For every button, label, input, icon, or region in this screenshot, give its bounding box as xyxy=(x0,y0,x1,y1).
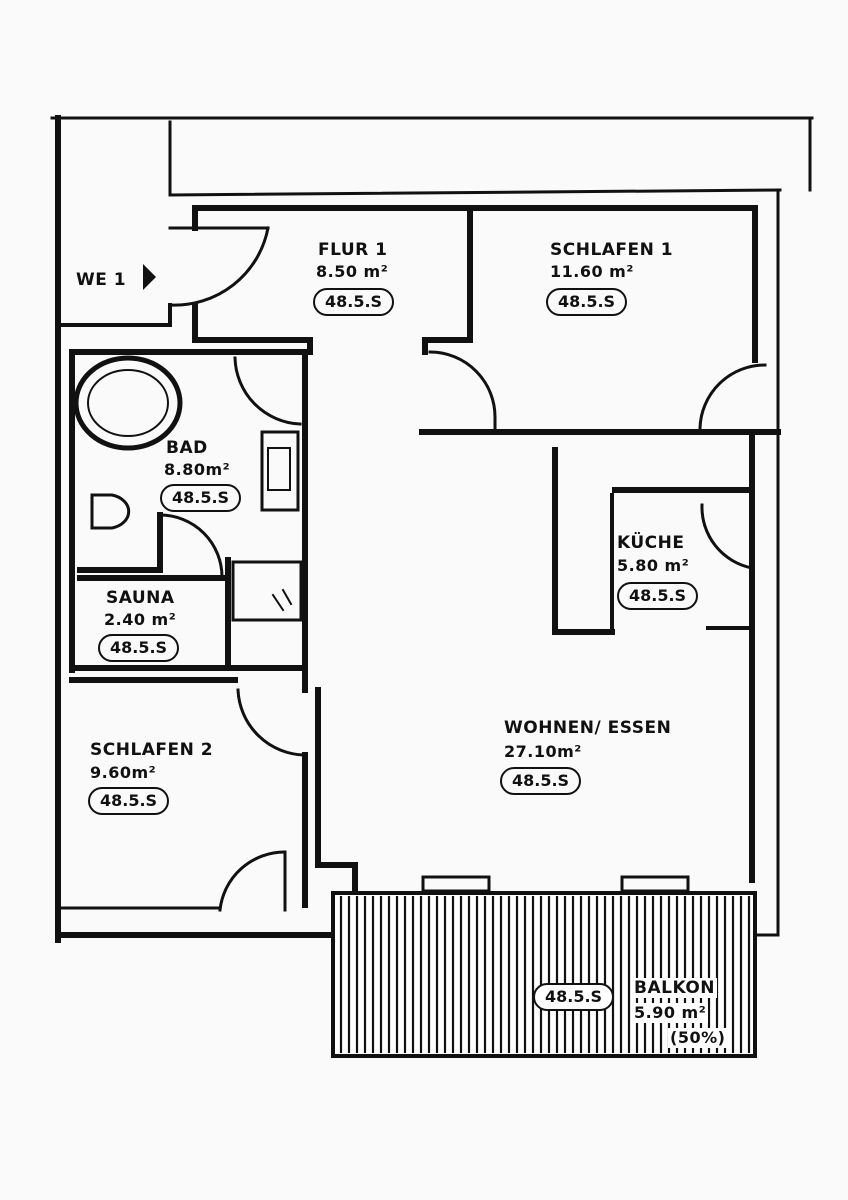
wohnen-tag: 48.5.S xyxy=(500,767,582,795)
schlafen2-door2-arc xyxy=(218,850,287,912)
flur-tag: 48.5.S xyxy=(313,288,395,316)
schlafen1-wall-top xyxy=(467,205,758,363)
wohnen-wall-left xyxy=(315,687,358,893)
balkon-area: 5.90 m² xyxy=(632,1003,709,1023)
kueche-tag: 48.5.S xyxy=(617,582,699,610)
flur-wall-top xyxy=(192,205,473,231)
bad-tag: 48.5.S xyxy=(160,484,242,512)
balkon-tag: 48.5.S xyxy=(533,983,615,1011)
kueche-counter xyxy=(610,493,754,632)
sauna-area: 2.40 m² xyxy=(104,610,177,629)
balkon-name: BALKON xyxy=(632,978,718,998)
bad-area: 8.80m² xyxy=(164,460,231,479)
entrance-arrow-icon xyxy=(143,264,156,290)
entrance-wall xyxy=(56,303,172,327)
schlafen1-door2-arc xyxy=(698,363,767,430)
schlafen1-tag: 48.5.S xyxy=(546,288,628,316)
bad-name: BAD xyxy=(166,438,208,458)
window-1 xyxy=(421,875,491,893)
entrance-label: WE 1 xyxy=(76,270,127,290)
window-2 xyxy=(620,875,690,893)
balkon-note: (50%) xyxy=(668,1028,728,1048)
schlafen2-name: SCHLAFEN 2 xyxy=(90,740,214,760)
schlafen2-tag: 48.5.S xyxy=(88,787,170,815)
schlafen1-area: 11.60 m² xyxy=(550,262,634,281)
flur-wall-left xyxy=(192,302,313,355)
sink xyxy=(260,430,300,512)
schlafen2-area: 9.60m² xyxy=(90,763,157,782)
kueche-name: KÜCHE xyxy=(617,533,685,553)
corridor-wall xyxy=(168,120,782,197)
sauna-name: SAUNA xyxy=(106,588,175,608)
sauna-door-arc xyxy=(158,513,224,579)
schlafen1-name: SCHLAFEN 1 xyxy=(550,240,674,260)
kueche-area: 5.80 m² xyxy=(617,556,690,575)
toilet xyxy=(90,493,131,530)
sauna-tag: 48.5.S xyxy=(98,634,180,662)
flur-area: 8.50 m² xyxy=(316,262,389,281)
wohnen-name: WOHNEN/ ESSEN xyxy=(504,718,672,738)
entrance-door-arc xyxy=(168,226,270,307)
kueche-wall-left xyxy=(552,447,615,635)
kueche-door-arc xyxy=(700,503,754,570)
schlafen1-door-arc xyxy=(428,350,497,420)
bad-door-arc xyxy=(233,356,302,426)
flur-schlafen-wall xyxy=(422,205,473,355)
flur-name: FLUR 1 xyxy=(318,240,388,260)
bad-inner-wall xyxy=(77,512,163,573)
bathtub xyxy=(73,355,183,451)
wohnen-area: 27.10m² xyxy=(504,742,582,761)
schlafen2-door-arc xyxy=(236,688,307,757)
sauna-stove xyxy=(231,560,303,622)
schlafen1-wall-right xyxy=(753,188,780,937)
